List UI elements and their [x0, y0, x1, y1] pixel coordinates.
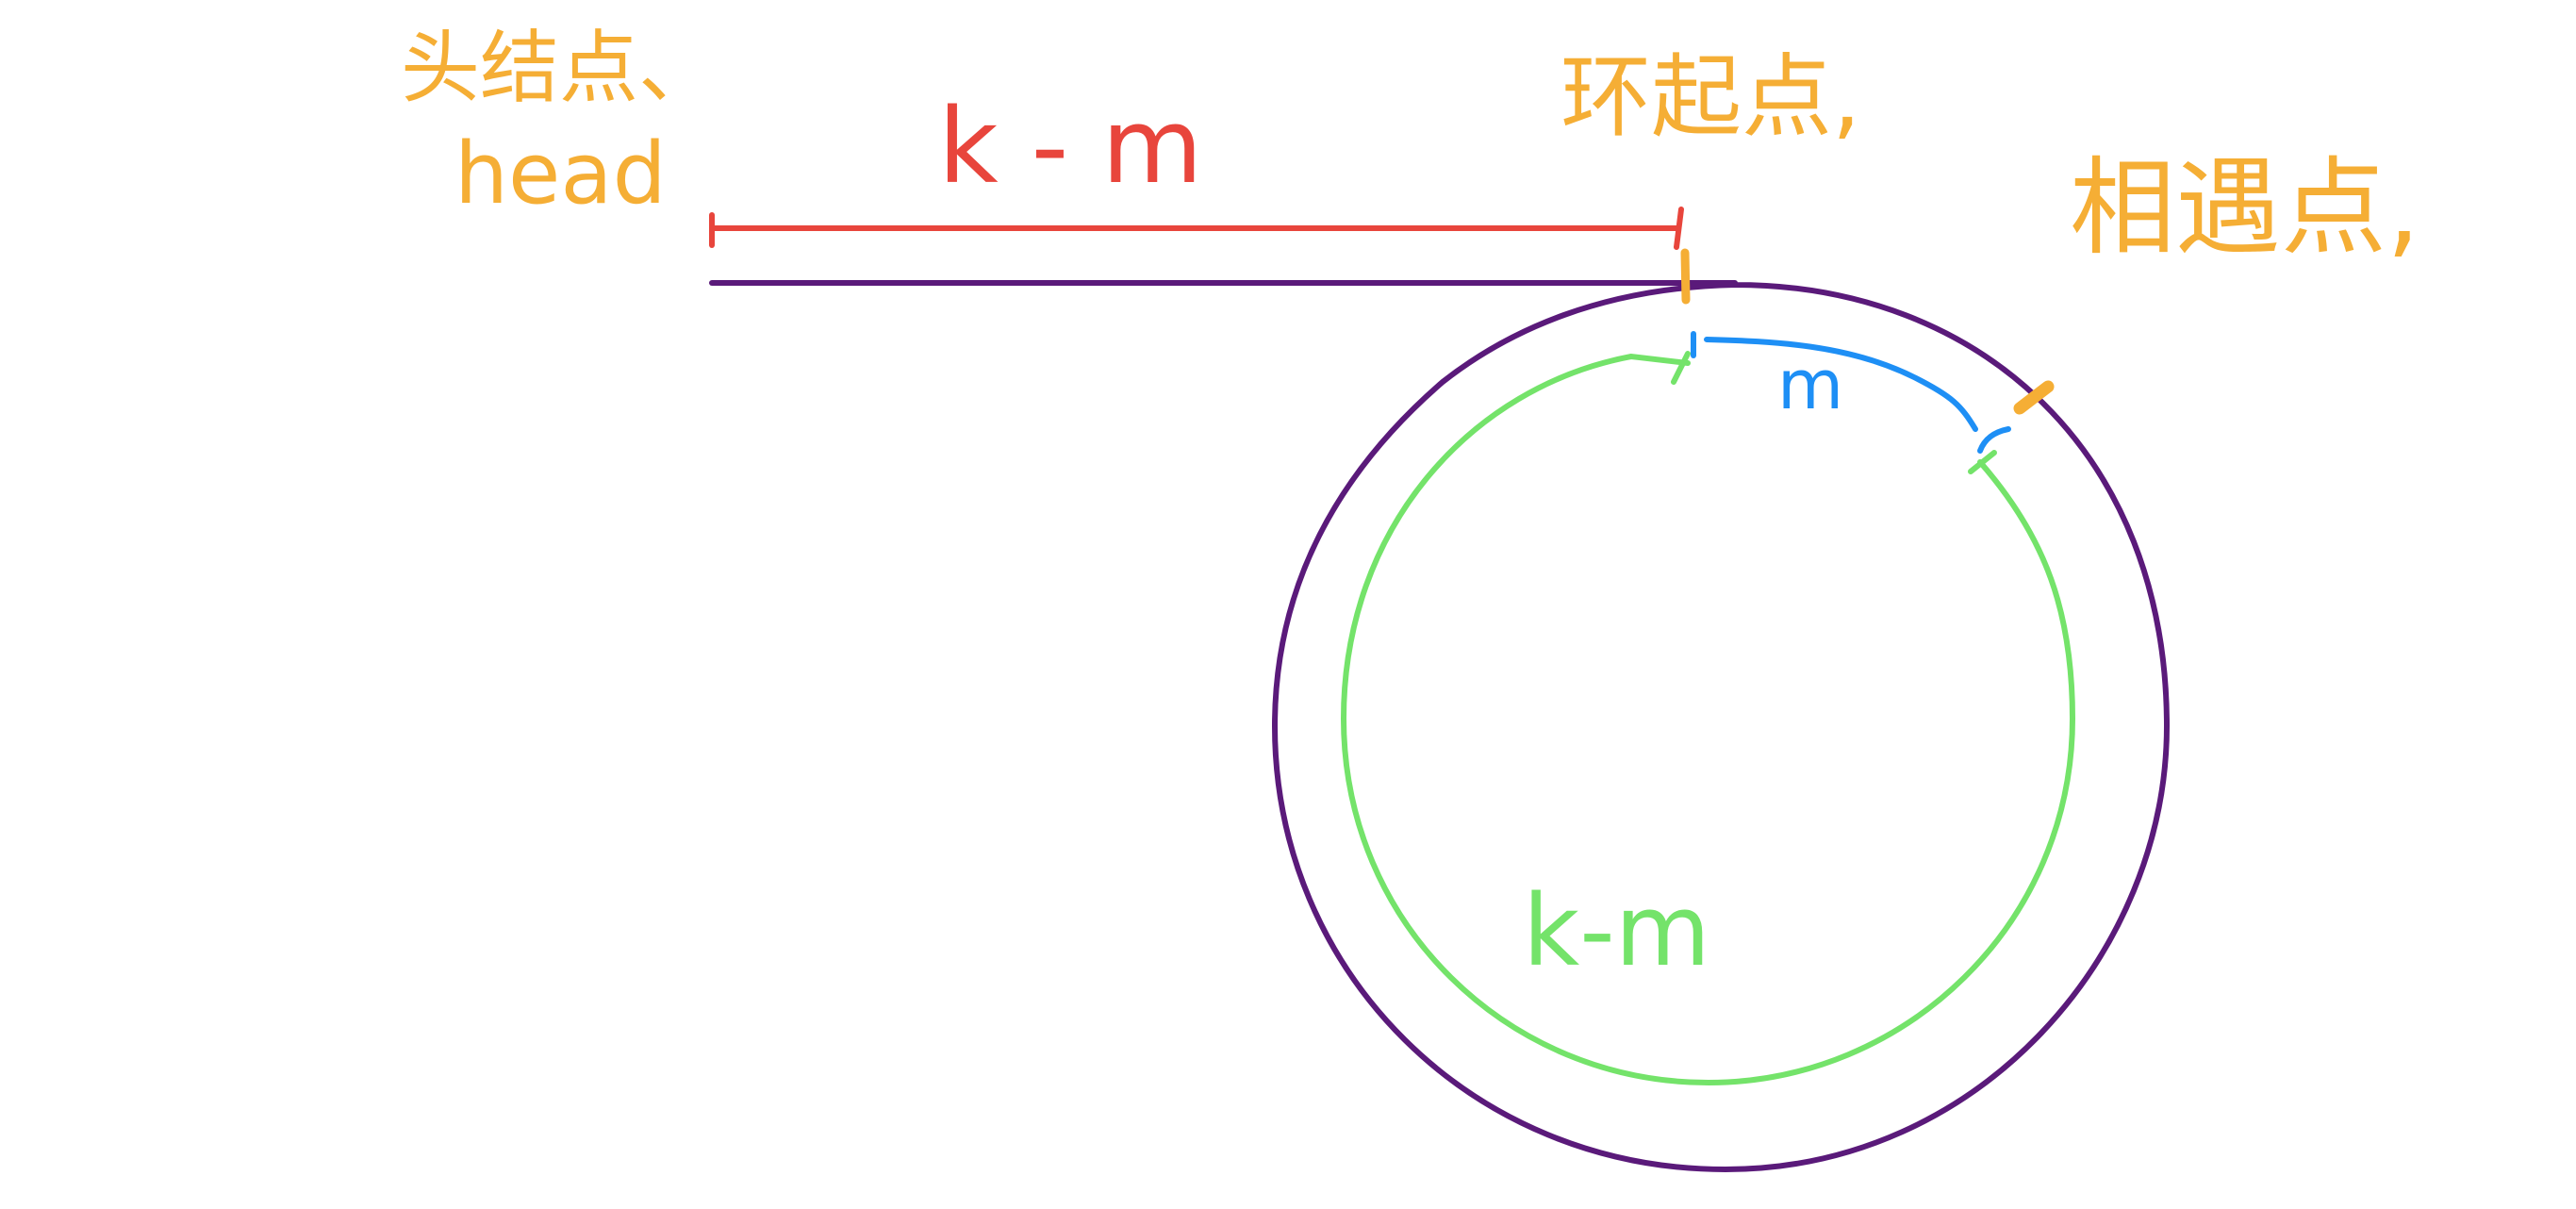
head-node-label: 头结点、 [401, 28, 718, 108]
straight-segment-label: k - m [938, 86, 1203, 207]
arc-remaining-measure [1340, 351, 2076, 1086]
arc-remaining-label: k-m [1523, 873, 1711, 988]
straight-measure-bracket [709, 207, 1684, 250]
loop-start-marker [1680, 248, 1691, 305]
head-node-label-cn: 头结点、 [401, 22, 718, 114]
arc-m-label: m [1777, 345, 1844, 424]
head-label: head [454, 124, 667, 224]
loop-start-label: 环起点, [1560, 44, 1861, 150]
list-cycle-loop [1271, 282, 2171, 1173]
meeting-point-marker [2013, 380, 2055, 415]
meeting-point-label: 相遇点, [2070, 147, 2420, 270]
arc-m-measure [1691, 331, 2011, 454]
